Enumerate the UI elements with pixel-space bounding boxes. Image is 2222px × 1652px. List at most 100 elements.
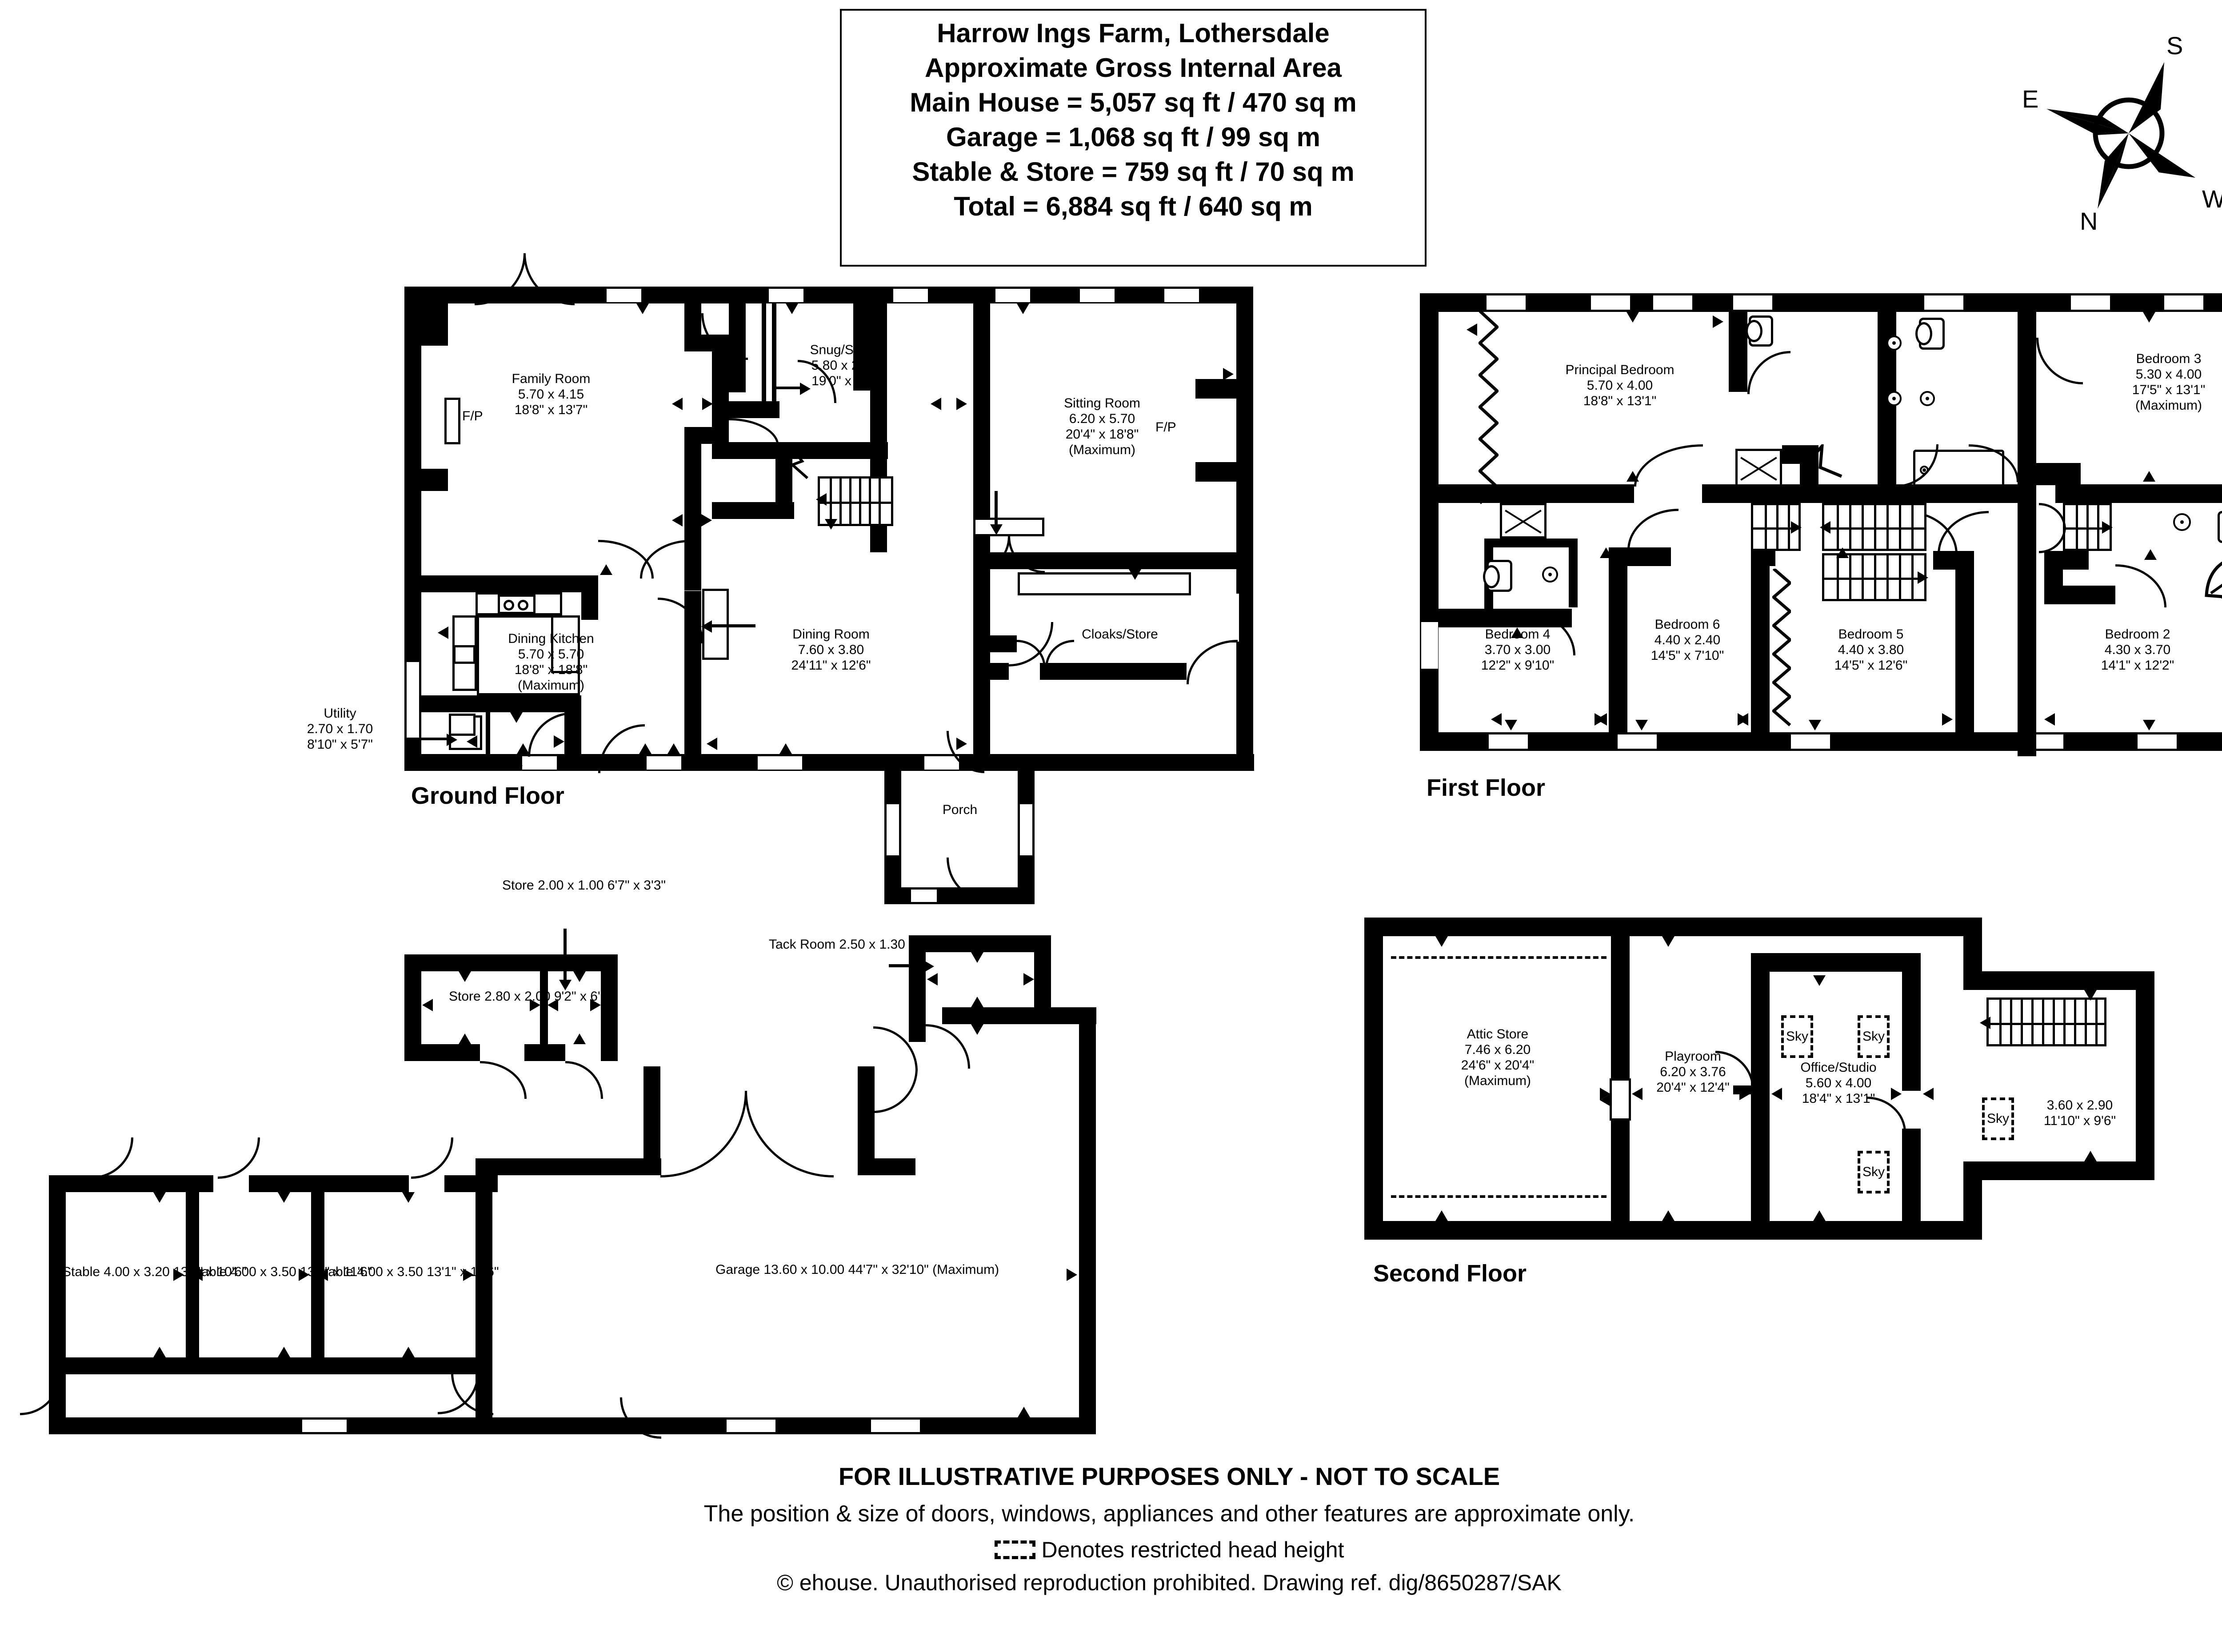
- window-tick: [1600, 547, 1612, 558]
- gf-wall-glass: [762, 303, 766, 401]
- window-tick: [1662, 936, 1674, 947]
- window-tick: [467, 735, 477, 748]
- window-tick: [459, 971, 471, 982]
- door-swing: [1627, 509, 1678, 550]
- window-tick: [636, 303, 649, 314]
- door-swing: [660, 1091, 747, 1177]
- wc-icon: [2218, 511, 2222, 543]
- gf-window: [893, 289, 928, 302]
- room-label-office-studio: Office/Studio 5.60 x 4.00 18'4" x 13'1": [1800, 1060, 1877, 1106]
- title-block: Harrow Ings Farm, Lothersdale Approximat…: [840, 9, 1427, 267]
- room-label-stable-3: Stable 4.00 x 3.50 13'1" x 11'6": [316, 1265, 499, 1279]
- window-tick: [786, 303, 798, 314]
- ff-window: [1733, 295, 1772, 310]
- leader-arrow: [559, 980, 571, 990]
- ff-wall-inner: [1609, 547, 1671, 566]
- ff-wall-inner: [1702, 484, 2022, 503]
- title-main-house-area: Main House = 5,057 sq ft / 470 sq m: [910, 88, 1357, 117]
- ff-window: [2138, 734, 2177, 749]
- stable-wall-bottom: [49, 1417, 478, 1434]
- wardrobe-icon: [1500, 503, 1547, 539]
- door-swing: [873, 1069, 918, 1113]
- room-label-dining-room: Dining Room 7.60 x 3.80 24'11" x 12'6": [791, 627, 871, 673]
- gf-window: [522, 756, 557, 770]
- basin-tap-icon: [1886, 391, 1902, 406]
- window-tick: [2142, 1088, 2153, 1100]
- skylight-icon: Sky: [1858, 1015, 1890, 1058]
- porch-window: [911, 773, 937, 786]
- window-tick: [667, 743, 680, 754]
- wardrobe-icon: [1735, 449, 1782, 487]
- window-tick: [1505, 720, 1517, 730]
- window-tick: [1891, 1088, 1902, 1100]
- sf-wall-inner: [1751, 953, 1902, 972]
- room-label-tack-room: Tack Room 2.50 x 1.30 8'2" x 4'3": [769, 937, 967, 952]
- window-tick: [1713, 315, 1723, 328]
- window-tick: [1771, 1088, 1782, 1100]
- window-tick: [153, 1192, 166, 1203]
- kitchen-sink: [453, 645, 476, 664]
- ff-wall-inner: [1751, 547, 1770, 733]
- window-tick: [2084, 990, 2097, 1001]
- gf-wall-inner: [853, 303, 870, 391]
- gf-wall-inner: [973, 663, 1009, 680]
- window-tick: [402, 1347, 415, 1357]
- room-label-bedroom-6: Bedroom 6 4.40 x 2.40 14'5" x 7'10": [1651, 617, 1724, 663]
- basin-icon: [1542, 567, 1558, 583]
- window-tick: [1129, 569, 1141, 580]
- title-area-heading: Approximate Gross Internal Area: [924, 53, 1342, 83]
- porch-window: [911, 890, 937, 902]
- sf-wing-wall-bottom: [1963, 1161, 2154, 1180]
- window-tick: [2143, 471, 2155, 482]
- door-swing: [729, 418, 779, 446]
- window-tick: [2144, 549, 2157, 560]
- compass-label-e: E: [2022, 85, 2039, 113]
- ob-store-wall-right: [601, 954, 618, 1061]
- window-tick: [1813, 1210, 1826, 1221]
- sf-wall-inner: [1611, 936, 1630, 1078]
- fireplace-left-label: F/P: [462, 409, 483, 423]
- ff-window: [1924, 295, 1963, 310]
- door-swing: [1969, 444, 2019, 482]
- window-tick: [1596, 713, 1607, 726]
- title-garage-area: Garage = 1,068 sq ft / 99 sq m: [946, 122, 1321, 152]
- leader-arrow: [923, 960, 934, 973]
- ob-store-wall-left: [404, 954, 421, 1061]
- stair-direction-arrow: [1918, 571, 1928, 584]
- window-tick: [1600, 1088, 1611, 1100]
- window-tick: [707, 738, 717, 750]
- door-swing: [528, 712, 572, 757]
- gf-window: [769, 289, 803, 302]
- leader-line: [707, 624, 755, 627]
- ob-tack-wall-nib: [909, 1007, 926, 1024]
- window-tick: [422, 999, 433, 1011]
- room-label-garage: Garage 13.60 x 10.00 44'7" x 32'10" (Max…: [715, 1262, 999, 1277]
- gf-wall-nib: [1195, 462, 1236, 482]
- staircase-second: [1986, 998, 2106, 1046]
- leader-line-tack: [889, 964, 927, 967]
- window-tick: [2143, 312, 2155, 323]
- gf-window: [1227, 594, 1239, 642]
- window-tick: [1632, 1088, 1643, 1100]
- gf-window: [647, 756, 681, 770]
- room-label-store-big: Store 2.80 x 2.00 9'2" x 6'7": [449, 989, 613, 1004]
- window-tick: [672, 514, 683, 527]
- gf-wall-glass: [772, 303, 776, 401]
- restricted-head-height-line: [1391, 1195, 1607, 1198]
- title-stable-area: Stable & Store = 759 sq ft / 70 sq m: [912, 157, 1355, 187]
- gf-wall-right: [1236, 287, 1253, 771]
- room-label-bedroom-5: Bedroom 5 4.40 x 3.80 14'5" x 12'6": [1834, 627, 1908, 673]
- kitchen-unit: [551, 615, 580, 673]
- gf-window: [407, 662, 419, 740]
- window-tick: [192, 1269, 203, 1281]
- window-tick: [1017, 303, 1029, 314]
- ff-window: [2164, 295, 2203, 310]
- room-label-second-landing: 3.60 x 2.90 11'10" x 9'6": [2043, 1098, 2116, 1129]
- kitchen-hob: [498, 595, 536, 614]
- window-tick: [438, 626, 448, 639]
- window-tick: [1223, 368, 1234, 380]
- gf-wall-inner: [729, 303, 746, 392]
- ff-window: [1653, 295, 1692, 310]
- gf-window: [1080, 289, 1115, 302]
- window-tick: [463, 1269, 474, 1281]
